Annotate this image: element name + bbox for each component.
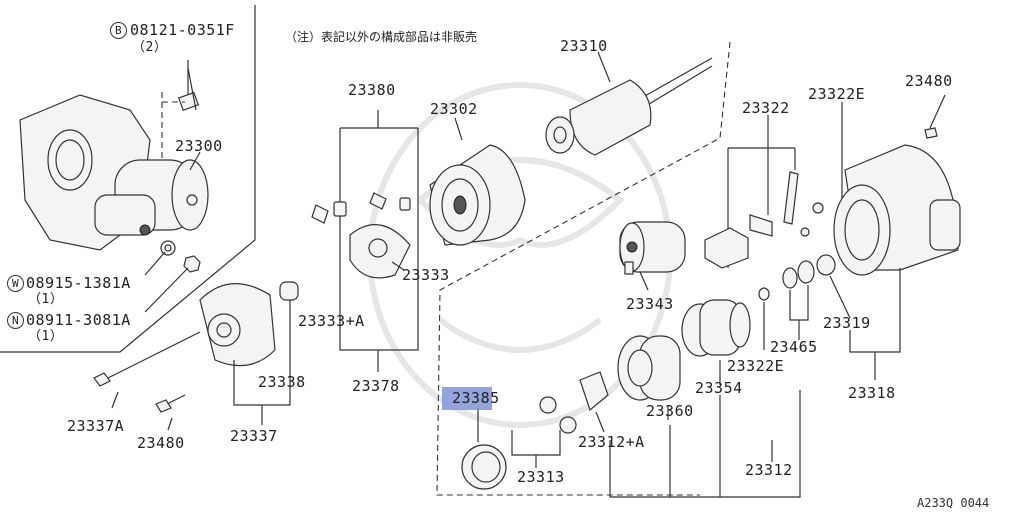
ring-23322E-top — [812, 202, 824, 214]
rear-cover-23337-drawing — [199, 281, 299, 367]
label-23480-bottom[interactable]: 23480 — [137, 434, 185, 452]
label-23380[interactable]: 23380 — [348, 81, 396, 99]
washer-23465-a — [782, 267, 798, 289]
bracket-23318 — [849, 268, 901, 353]
engine-block-drawing — [19, 94, 209, 251]
armature-23310-drawing — [545, 57, 713, 156]
label-08915-1381A[interactable]: 08915-1381A — [26, 274, 131, 292]
figure-reference: A233Q 0044 — [917, 496, 990, 510]
brush-holder-drawing — [311, 192, 411, 279]
through-bolt-23337A — [99, 351, 161, 383]
leader-23312A — [595, 411, 605, 433]
symbol-w-circle: W — [7, 275, 24, 292]
symbol-b-letter: B — [114, 24, 123, 37]
bush-23319 — [816, 254, 836, 276]
label-23313[interactable]: 23313 — [517, 468, 565, 486]
bolt-08121-drawing — [178, 60, 200, 112]
label-08911-qty: （1） — [28, 329, 64, 344]
leader-23319 — [829, 275, 851, 319]
leader-23337A — [111, 391, 119, 409]
label-23302[interactable]: 23302 — [430, 100, 478, 118]
label-23337A[interactable]: 23337A — [67, 417, 125, 435]
assembly-dashed-boundary — [436, 41, 731, 496]
label-23333[interactable]: 23333 — [402, 266, 450, 284]
ring-23322E-mid — [758, 287, 770, 301]
symbol-w-letter: W — [11, 277, 20, 290]
bracket-23313 — [511, 430, 561, 456]
label-23318[interactable]: 23318 — [848, 384, 896, 402]
label-23312-plus-A[interactable]: 23312+A — [578, 433, 645, 451]
highlight-box-23385 — [442, 387, 492, 410]
label-23312[interactable]: 23312 — [745, 461, 793, 479]
leader-23302 — [454, 117, 463, 141]
panel-divider-line — [0, 5, 256, 353]
note-text: （注）表記以外の構成部品は非販売 — [285, 30, 478, 44]
label-23465[interactable]: 23465 — [770, 338, 818, 356]
leader-23333 — [391, 261, 405, 271]
leader-08915 — [144, 251, 166, 276]
washer-23465-b — [797, 260, 815, 284]
yoke-23302-drawing — [429, 144, 526, 246]
label-08915-qty: （1） — [28, 292, 64, 307]
screw-23480-top — [929, 94, 946, 129]
label-08121-0351F[interactable]: 08121-0351F — [130, 21, 235, 39]
lever-23322-drawing — [704, 171, 810, 269]
label-08121-qty: （2） — [132, 40, 168, 55]
label-23322E-top[interactable]: 23322E — [808, 85, 866, 103]
bracket-23312 — [609, 390, 801, 498]
solenoid-23343-drawing — [619, 221, 686, 275]
label-23300[interactable]: 23300 — [175, 137, 223, 155]
clutch-23354-drawing — [681, 299, 751, 357]
seal-23385-drawing — [461, 444, 507, 490]
pinion-23313-drawing — [539, 371, 609, 434]
label-23322[interactable]: 23322 — [742, 99, 790, 117]
bracket-23465 — [789, 285, 809, 321]
label-23343[interactable]: 23343 — [626, 295, 674, 313]
symbol-n-letter: N — [11, 314, 20, 327]
label-23310[interactable]: 23310 — [560, 37, 608, 55]
leader-08911 — [144, 267, 189, 313]
leader-23310 — [597, 51, 611, 83]
label-23378[interactable]: 23378 — [352, 377, 400, 395]
label-23322E-mid[interactable]: 23322E — [727, 357, 785, 375]
label-23354[interactable]: 23354 — [695, 379, 743, 397]
leader-23300 — [189, 151, 201, 171]
label-23333-plus-A[interactable]: 23333+A — [298, 312, 365, 330]
label-23385[interactable]: 23385 — [452, 389, 500, 407]
label-23480-top[interactable]: 23480 — [905, 72, 953, 90]
symbol-n-circle: N — [7, 312, 24, 329]
label-23337[interactable]: 23337 — [230, 427, 278, 445]
leader-23480-bottom — [167, 417, 173, 431]
label-08911-3081A[interactable]: 08911-3081A — [26, 311, 131, 329]
gear-23360-drawing — [617, 335, 681, 401]
symbol-b-circle: B — [110, 22, 127, 39]
leader-23343 — [639, 271, 649, 291]
label-23360[interactable]: 23360 — [646, 402, 694, 420]
label-23319[interactable]: 23319 — [823, 314, 871, 332]
bracket-23380 — [339, 128, 419, 351]
label-23338[interactable]: 23338 — [258, 373, 306, 391]
drive-housing-23318-drawing — [833, 144, 961, 276]
